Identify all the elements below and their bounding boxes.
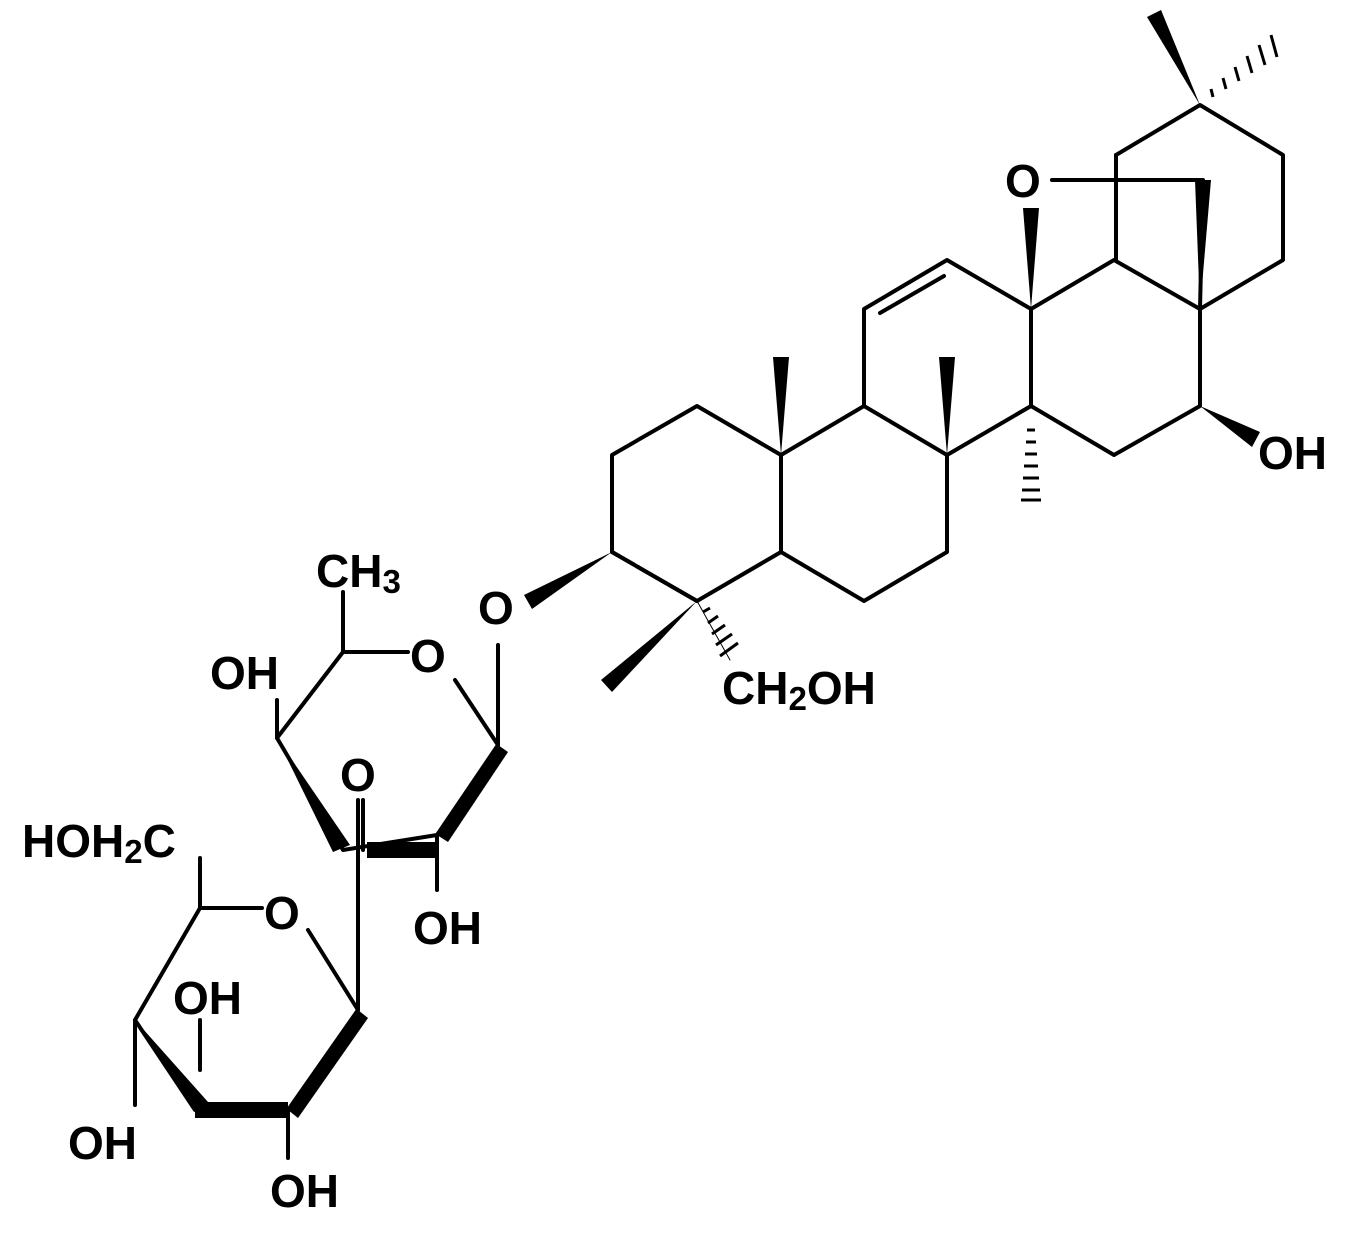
fucose-oh-c2-label: OH bbox=[413, 902, 482, 954]
c3-c4 bbox=[610, 550, 699, 603]
ring-b bbox=[779, 404, 949, 603]
wedge-glucose-c4 bbox=[135, 1020, 208, 1110]
wedge-fucose-c1 bbox=[437, 745, 508, 842]
wedge-glucose-c2 bbox=[288, 1010, 368, 1118]
wedge-c4-methyl bbox=[601, 601, 697, 692]
ring-e bbox=[1114, 103, 1285, 311]
glycosidic-oxygen-label: O bbox=[478, 582, 514, 634]
c11-c12-double-bond bbox=[878, 274, 946, 315]
glucose-oh-c3-label: OH bbox=[173, 972, 242, 1024]
wedge-fucose-c3 bbox=[277, 738, 350, 852]
hash-c4-e bbox=[719, 641, 739, 658]
wedge-c8-methyl bbox=[939, 357, 955, 455]
hydroxyl-label-c16: OH bbox=[1258, 427, 1327, 479]
wedge-glucose-bottom bbox=[195, 1102, 288, 1118]
wedge-c16-oh bbox=[1200, 406, 1260, 447]
methyl-label: CH3 bbox=[316, 545, 401, 601]
hash-c20-e bbox=[1257, 44, 1267, 66]
hash-c4-d bbox=[715, 632, 733, 647]
glucose-ring-oxygen-label: O bbox=[264, 887, 300, 939]
glucose-oh-c2-label: OH bbox=[270, 1165, 339, 1217]
hash-c20-d bbox=[1245, 55, 1254, 74]
hash-c4-b bbox=[707, 614, 719, 625]
wedge-fucose-bold bbox=[367, 842, 437, 858]
ring-a bbox=[610, 404, 783, 603]
wedge-c17-bridge bbox=[1195, 180, 1211, 309]
hash-c20-c bbox=[1233, 66, 1241, 82]
hash-c20-a bbox=[1209, 88, 1215, 98]
wedge-c3-o bbox=[524, 552, 612, 609]
ring-d bbox=[1029, 258, 1202, 457]
fucose-oh-c4-label: OH bbox=[210, 647, 279, 699]
bonds bbox=[133, 103, 1285, 1160]
hashed-bonds bbox=[702, 34, 1279, 658]
hash-c20-b bbox=[1221, 77, 1228, 90]
fucose-o-c3-label: O bbox=[340, 749, 376, 801]
ring-c bbox=[862, 258, 1033, 457]
hash-c4-a bbox=[702, 606, 711, 614]
oxygen-bridge bbox=[1050, 178, 1205, 311]
glucose-oh-c4-label: OH bbox=[68, 1117, 137, 1169]
wedge-c20-methyl bbox=[1147, 10, 1200, 105]
hydroxymethyl-label: CH2OH bbox=[722, 662, 876, 718]
hash-c20-f bbox=[1269, 34, 1279, 58]
fucose-ring bbox=[275, 650, 500, 852]
hash-c4-c bbox=[711, 623, 726, 636]
bridge-oxygen-label: O bbox=[1005, 155, 1041, 207]
glucose-hydroxymethyl-label: HOH2C bbox=[22, 815, 176, 871]
fucose-ring-oxygen-label: O bbox=[410, 630, 446, 682]
wedge-c10-methyl bbox=[773, 357, 789, 455]
wedge-c13-o bbox=[1023, 208, 1039, 309]
wedge-bonds bbox=[135, 10, 1260, 1118]
